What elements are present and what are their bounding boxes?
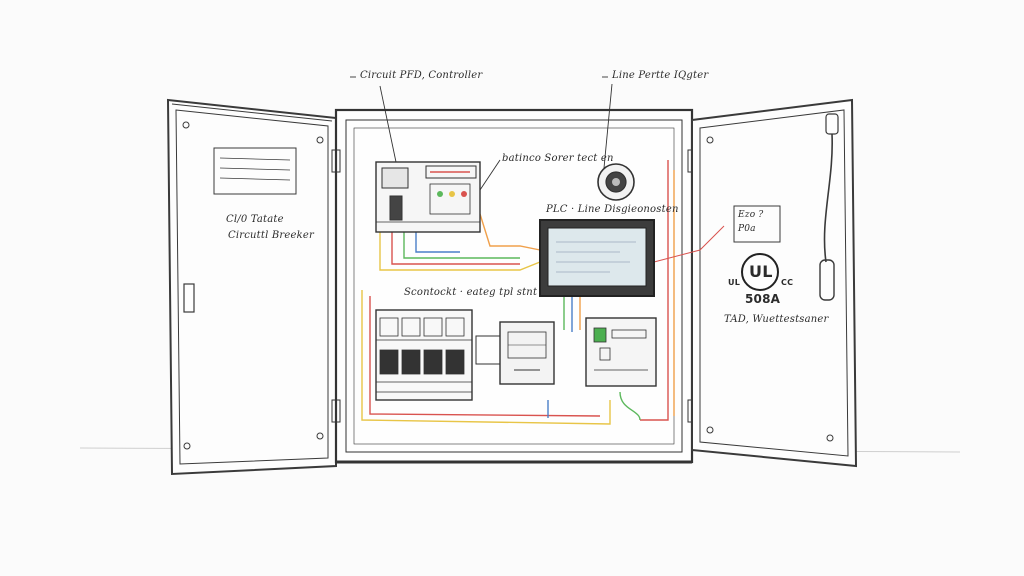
door-screw bbox=[182, 121, 190, 129]
ul-mark: UL bbox=[749, 262, 773, 281]
wiring bbox=[361, 160, 725, 425]
left-door-label-line1: Cl/0 Tatate bbox=[226, 214, 284, 225]
door-screw bbox=[316, 136, 324, 144]
line-filter-box bbox=[585, 317, 657, 387]
hinge bbox=[331, 399, 341, 423]
ul-left-text: UL bbox=[728, 278, 740, 287]
left-door-label-line2: Circuttl Breeker bbox=[228, 230, 315, 241]
door-cable bbox=[823, 133, 833, 263]
callout-line-filter: Line Pertte IQgter bbox=[612, 70, 709, 81]
circuit-controller bbox=[375, 161, 481, 233]
left-door-latch bbox=[183, 283, 195, 313]
callout-plc: PLC · Line Disgieonosten bbox=[546, 204, 679, 215]
hinge bbox=[331, 149, 341, 173]
callout-indicator: batinco Sorer tect en bbox=[502, 153, 614, 164]
door-screw bbox=[316, 432, 324, 440]
door-screw bbox=[826, 434, 834, 442]
right-door-sticker bbox=[733, 205, 781, 243]
callout-breakers: Scontockt · eateg tpl stnt bbox=[404, 287, 538, 298]
door-screw bbox=[706, 426, 714, 434]
contactor bbox=[475, 321, 555, 385]
right-door-caption: TAD, Wuettestsaner bbox=[724, 314, 829, 325]
door-screw bbox=[183, 442, 191, 450]
callout-circuit-controller: Circuit PFD, Controller bbox=[360, 70, 483, 81]
ul-rating: 508A bbox=[745, 292, 781, 306]
ul-right-text: CC bbox=[781, 278, 794, 287]
callout-leaders bbox=[350, 76, 613, 191]
breaker-bank bbox=[375, 309, 473, 401]
left-door bbox=[166, 98, 337, 476]
door-handle-grip bbox=[819, 259, 835, 301]
indicator-speaker bbox=[597, 163, 635, 201]
plc-hmi bbox=[539, 219, 655, 297]
sticker-line1: Ezo ? bbox=[738, 210, 764, 220]
door-screw bbox=[706, 136, 714, 144]
left-door-vent bbox=[213, 147, 297, 195]
sticker-line2: P0a bbox=[738, 224, 756, 234]
ul-mark-ring bbox=[741, 253, 779, 291]
